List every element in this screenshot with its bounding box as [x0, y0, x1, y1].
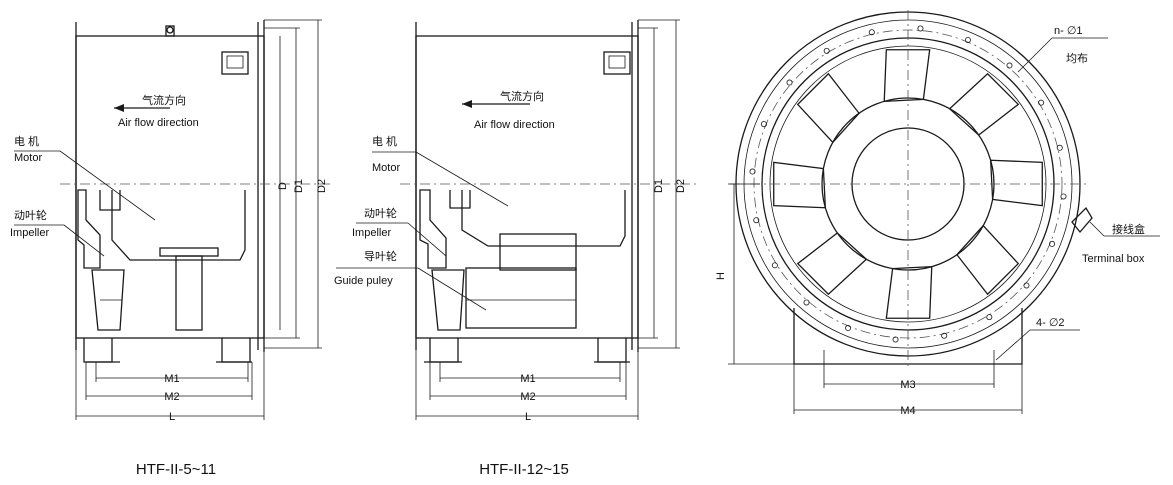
impeller-blade [773, 161, 827, 209]
holes-label: n- ∅1 [1054, 25, 1083, 37]
impeller-blade [885, 265, 933, 319]
dim-d1-b: D1 [653, 179, 665, 193]
dim-d2-a: D2 [316, 179, 328, 193]
impeller-label-cn-b: 动叶轮 [364, 206, 397, 220]
motor-a [99, 190, 246, 261]
dim-m2-a: M2 [164, 391, 179, 403]
terminal-label-cn: 接线盒 [1112, 222, 1145, 236]
side-view-model-b: D1 D2 M1 M2 L 气流方向 Air flow direction 电 … [334, 19, 700, 478]
bolt-hole [786, 79, 793, 86]
casing-a [75, 35, 265, 339]
impeller-blade [796, 72, 860, 144]
bolt-hole [1049, 240, 1056, 247]
airflow-label-en-b: Air flow direction [474, 119, 555, 131]
terminal-box-front [1071, 206, 1093, 234]
impeller-blade [956, 224, 1020, 296]
bolt-hole [917, 25, 924, 32]
dim-d2-b: D2 [675, 179, 687, 193]
bolt-hole [753, 217, 760, 224]
dim-m1-a: M1 [164, 373, 179, 385]
terminal-label-en: Terminal box [1082, 253, 1145, 265]
bolt-hole [941, 332, 948, 339]
casing-b [415, 35, 639, 339]
holes-note: 均布 [1066, 52, 1088, 65]
bolt-hole [749, 168, 756, 175]
impeller-blades [773, 49, 1043, 319]
motor-label-en-b: Motor [372, 162, 400, 174]
bolt-hole [964, 36, 971, 43]
motor-label-en-a: Motor [14, 152, 42, 164]
impeller-blade [989, 159, 1043, 207]
bolt-hole [823, 47, 830, 54]
dim-m4: M4 [900, 405, 915, 417]
bolt-hole [892, 336, 899, 343]
impeller-blade [883, 49, 931, 103]
impeller-label-cn-a: 动叶轮 [14, 208, 47, 222]
motor-label-cn-b: 电 机 [372, 134, 397, 148]
bolt-holes [749, 25, 1067, 343]
guide-label-en-b: Guide puley [334, 275, 393, 287]
bolt-hole [760, 121, 767, 128]
impeller-label-en-b: Impeller [352, 227, 391, 239]
terminal-box-b [603, 51, 631, 75]
motor-label-cn-a: 电 机 [14, 134, 39, 148]
bolt-hole [868, 29, 875, 36]
caption-model-a: HTF-II-5~11 [136, 461, 216, 478]
dim-h: H [715, 272, 727, 280]
front-view: 接线盒 Terminal box n- ∅1 均布 4- ∅2 H M3 M4 [715, 10, 1160, 417]
dim-m2-b: M2 [520, 391, 535, 403]
impeller-blade [948, 72, 1020, 136]
dim-m1-b: M1 [520, 373, 535, 385]
dim-d1-a: D1 [293, 179, 305, 193]
impeller-label-en-a: Impeller [10, 227, 49, 239]
impeller-b [419, 189, 447, 269]
bolt-hole [1006, 62, 1013, 69]
impeller-a [77, 189, 101, 269]
motor-b [449, 190, 626, 247]
impeller-blade [796, 232, 868, 296]
caption-model-b: HTF-II-12~15 [479, 461, 569, 478]
bolt-hole [986, 314, 993, 321]
side-view-model-a: D D1 D2 M1 M2 L 气流方向 Air flow direction … [10, 19, 330, 478]
airflow-label-cn-a: 气流方向 [142, 93, 186, 107]
bolt-hole [1056, 144, 1063, 151]
dim-l-b: L [525, 411, 531, 423]
bolt-hole [803, 299, 810, 306]
dim-l-a: L [169, 411, 175, 423]
guide-label-cn-b: 导叶轮 [364, 249, 397, 263]
airflow-label-cn-b: 气流方向 [500, 89, 544, 103]
bolt-hole [771, 262, 778, 269]
terminal-box-a [221, 51, 249, 75]
dim-d-a: D [277, 182, 289, 190]
bolt-hole [1038, 99, 1045, 106]
guide-vane-b [465, 267, 577, 329]
bolt-hole [1023, 282, 1030, 289]
base-holes-label: 4- ∅2 [1036, 317, 1065, 329]
bolt-hole [1060, 193, 1067, 200]
dim-m3: M3 [900, 379, 915, 391]
bolt-hole [845, 325, 852, 332]
airflow-label-en-a: Air flow direction [118, 117, 199, 129]
